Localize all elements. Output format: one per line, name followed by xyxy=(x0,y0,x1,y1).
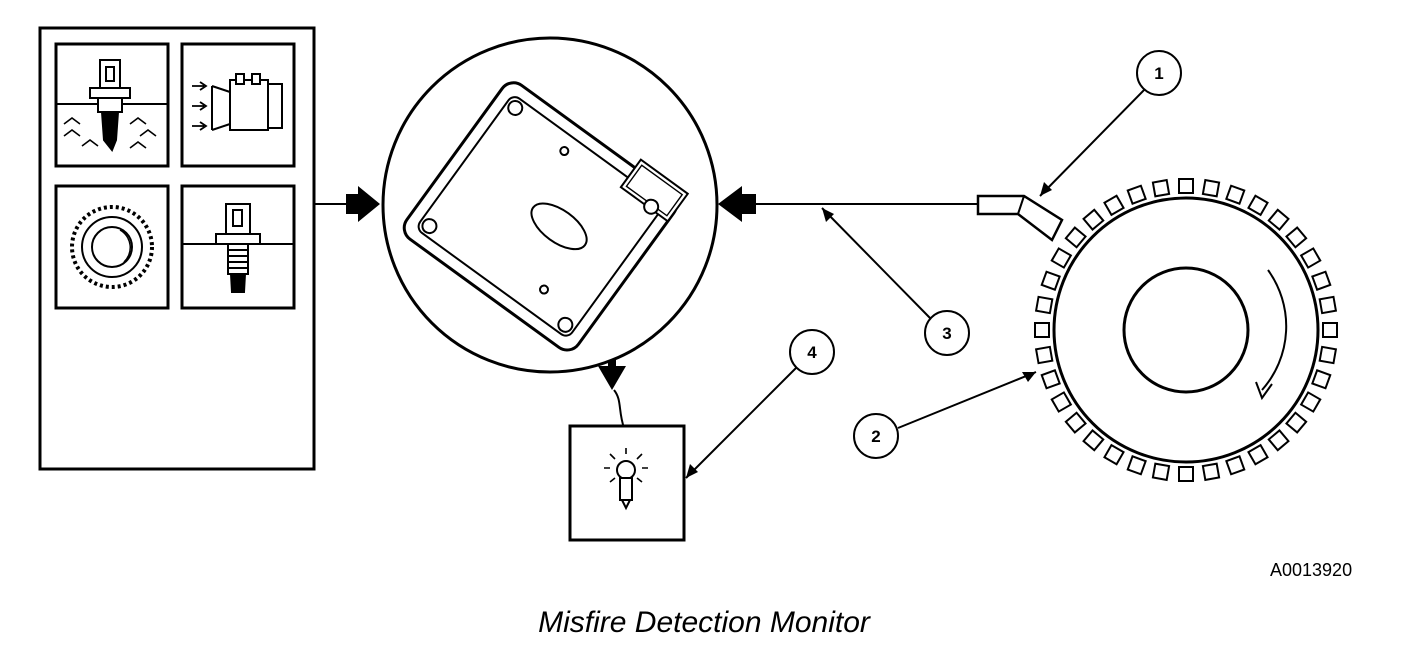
callout-2-label: 2 xyxy=(871,427,880,446)
reluctor-teeth xyxy=(1034,178,1338,482)
reluctor-tooth xyxy=(1082,429,1105,452)
ecm-module xyxy=(381,36,719,374)
threaded-sensor-icon xyxy=(180,184,296,310)
callout-1-label: 1 xyxy=(1154,64,1163,83)
reluctor-tooth xyxy=(1040,270,1061,291)
mass-air-flow-sensor-icon xyxy=(180,42,296,168)
coolant-temp-sensor-icon xyxy=(54,42,170,168)
reluctor-tooth xyxy=(1034,345,1054,365)
reluctor-tooth xyxy=(1126,184,1147,205)
reluctor-tooth xyxy=(1126,455,1147,476)
sensor-input-panel xyxy=(38,26,316,471)
reluctor-tooth xyxy=(1311,369,1332,390)
reluctor-tooth xyxy=(1034,295,1054,315)
tone-wheel-sensor-icon xyxy=(54,184,170,310)
callout-4-label: 4 xyxy=(807,343,817,362)
reluctor-tooth xyxy=(1318,295,1338,315)
ckp-signal-wire xyxy=(718,186,978,222)
reluctor-tooth xyxy=(1311,270,1332,291)
figure-id: A0013920 xyxy=(1270,560,1353,580)
bulb-icon xyxy=(604,448,648,511)
mil-lamp xyxy=(568,424,686,542)
ecm-to-mil-connector xyxy=(598,360,626,429)
panel-to-ecm-connector xyxy=(314,186,380,222)
reluctor-tooth xyxy=(1299,247,1322,269)
reluctor-tooth xyxy=(1201,178,1221,198)
reluctor-tooth xyxy=(1225,184,1246,205)
reluctor-tooth xyxy=(1201,462,1221,482)
reluctor-tooth xyxy=(1034,322,1050,338)
reluctor-tooth xyxy=(1178,466,1194,482)
reluctor-tooth xyxy=(1285,411,1308,434)
reluctor-tooth xyxy=(1050,391,1073,413)
reluctor-tooth xyxy=(1299,391,1322,413)
reluctor-tooth xyxy=(1322,322,1338,338)
callout-3-label: 3 xyxy=(942,324,951,343)
reluctor-tooth xyxy=(1247,194,1269,217)
reluctor-tooth xyxy=(1082,208,1105,231)
reluctor-wheel xyxy=(1034,178,1338,482)
reluctor-tooth xyxy=(1151,462,1171,482)
reluctor-tooth xyxy=(1267,208,1290,231)
reluctor-tooth xyxy=(1040,369,1061,390)
callout-2: 2 xyxy=(853,371,1037,459)
reluctor-tooth xyxy=(1225,455,1246,476)
reluctor-tooth xyxy=(1064,226,1087,249)
reluctor-tooth xyxy=(1247,443,1269,466)
callout-4: 4 xyxy=(685,329,835,479)
reluctor-tooth xyxy=(1103,443,1125,466)
reluctor-tooth xyxy=(1178,178,1194,194)
reluctor-tooth xyxy=(1285,226,1308,249)
reluctor-tooth xyxy=(1050,247,1073,269)
crankshaft-position-sensor xyxy=(976,194,1064,242)
reluctor-tooth xyxy=(1151,178,1171,198)
reluctor-tooth xyxy=(1267,429,1290,452)
callout-3: 3 xyxy=(821,207,970,356)
figure-caption: Misfire Detection Monitor xyxy=(538,606,870,639)
callout-1: 1 xyxy=(1039,50,1182,197)
reluctor-tooth xyxy=(1103,194,1125,217)
reluctor-tooth xyxy=(1064,411,1087,434)
reluctor-tooth xyxy=(1318,345,1338,365)
